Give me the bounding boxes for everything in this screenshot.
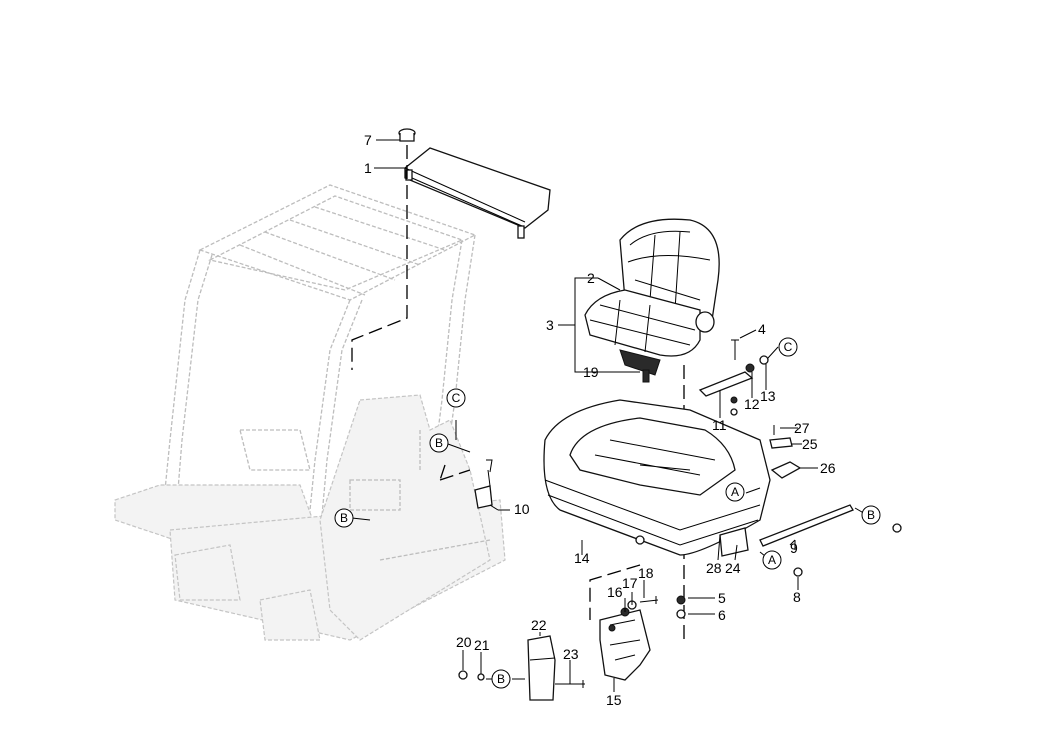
callout-15: 15 <box>606 692 622 708</box>
hinge-plate <box>527 635 556 701</box>
callout-12: 12 <box>744 396 760 412</box>
ref-circle-a-1: A <box>725 482 745 502</box>
plate-24 <box>719 527 749 557</box>
callout-27: 27 <box>794 420 810 436</box>
washer-6 <box>676 609 686 619</box>
nut-12 <box>745 363 755 373</box>
callout-13: 13 <box>760 388 776 404</box>
callout-26: 26 <box>820 460 836 476</box>
gas-strut-9 <box>759 504 854 547</box>
nut-small <box>730 396 738 404</box>
nut-5 <box>676 595 686 605</box>
callout-6: 6 <box>718 607 726 623</box>
callout-8: 8 <box>793 589 801 605</box>
seat-assembly <box>584 218 720 383</box>
callout-14: 14 <box>574 550 590 566</box>
ref-circle-a-2: A <box>762 550 782 570</box>
callout-21: 21 <box>474 637 490 653</box>
nut-20 <box>458 670 468 680</box>
callout-3: 3 <box>546 317 554 333</box>
switch-10 <box>474 485 493 509</box>
latch-26 <box>770 461 802 479</box>
callout-17: 17 <box>622 575 638 591</box>
callout-24: 24 <box>725 560 741 576</box>
svg-text:B: B <box>867 508 875 522</box>
callout-5: 5 <box>718 590 726 606</box>
callout-22: 22 <box>531 617 547 633</box>
callout-2: 2 <box>587 270 595 286</box>
ref-circle-b-4: B <box>491 669 511 689</box>
washer-13 <box>759 355 769 365</box>
ref-circle-b-3: B <box>861 505 881 525</box>
callout-16: 16 <box>607 584 623 600</box>
svg-text:A: A <box>768 553 776 567</box>
ref-circle-b-2: B <box>334 508 354 528</box>
bolt-4 <box>731 339 739 360</box>
bolt-18 <box>639 596 659 604</box>
callout-18: 18 <box>638 565 654 581</box>
callout-25: 25 <box>802 436 818 452</box>
ghost-machine <box>114 184 506 641</box>
washer-21 <box>477 673 485 681</box>
cap-part <box>398 128 416 142</box>
svg-text:B: B <box>340 511 348 525</box>
svg-text:A: A <box>731 485 739 499</box>
callout-9: 9 <box>790 540 798 556</box>
svg-text:C: C <box>452 391 461 405</box>
washer-small <box>730 408 738 416</box>
svg-text:C: C <box>784 340 793 354</box>
ref-circle-c-left: C <box>446 388 466 408</box>
leader-lines <box>351 139 868 692</box>
callout-19: 19 <box>583 364 599 380</box>
reference-markers: C C B B B B A A <box>334 337 881 689</box>
callout-4: 4 <box>758 321 766 337</box>
callout-11: 11 <box>712 417 727 433</box>
rail-11 <box>698 371 754 397</box>
bracket-part <box>599 609 651 681</box>
seat-base-cover <box>543 399 771 556</box>
svg-text:B: B <box>497 672 505 686</box>
callout-28: 28 <box>706 560 722 576</box>
callout-1: 1 <box>364 160 372 176</box>
roof-panel <box>404 147 551 239</box>
clip-25 <box>769 437 793 449</box>
callout-20: 20 <box>456 634 472 650</box>
ref-circle-c-top: C <box>778 337 798 357</box>
nut-B <box>892 523 902 533</box>
nut-8 <box>793 567 803 577</box>
callout-23: 23 <box>563 646 579 662</box>
svg-text:B: B <box>435 436 443 450</box>
callout-10: 10 <box>514 501 530 517</box>
ref-circle-b-1: B <box>429 433 449 453</box>
callout-7: 7 <box>364 132 372 148</box>
callout-labels: 7 1 2 3 19 4 13 12 11 27 25 26 10 14 9 2… <box>364 132 836 708</box>
